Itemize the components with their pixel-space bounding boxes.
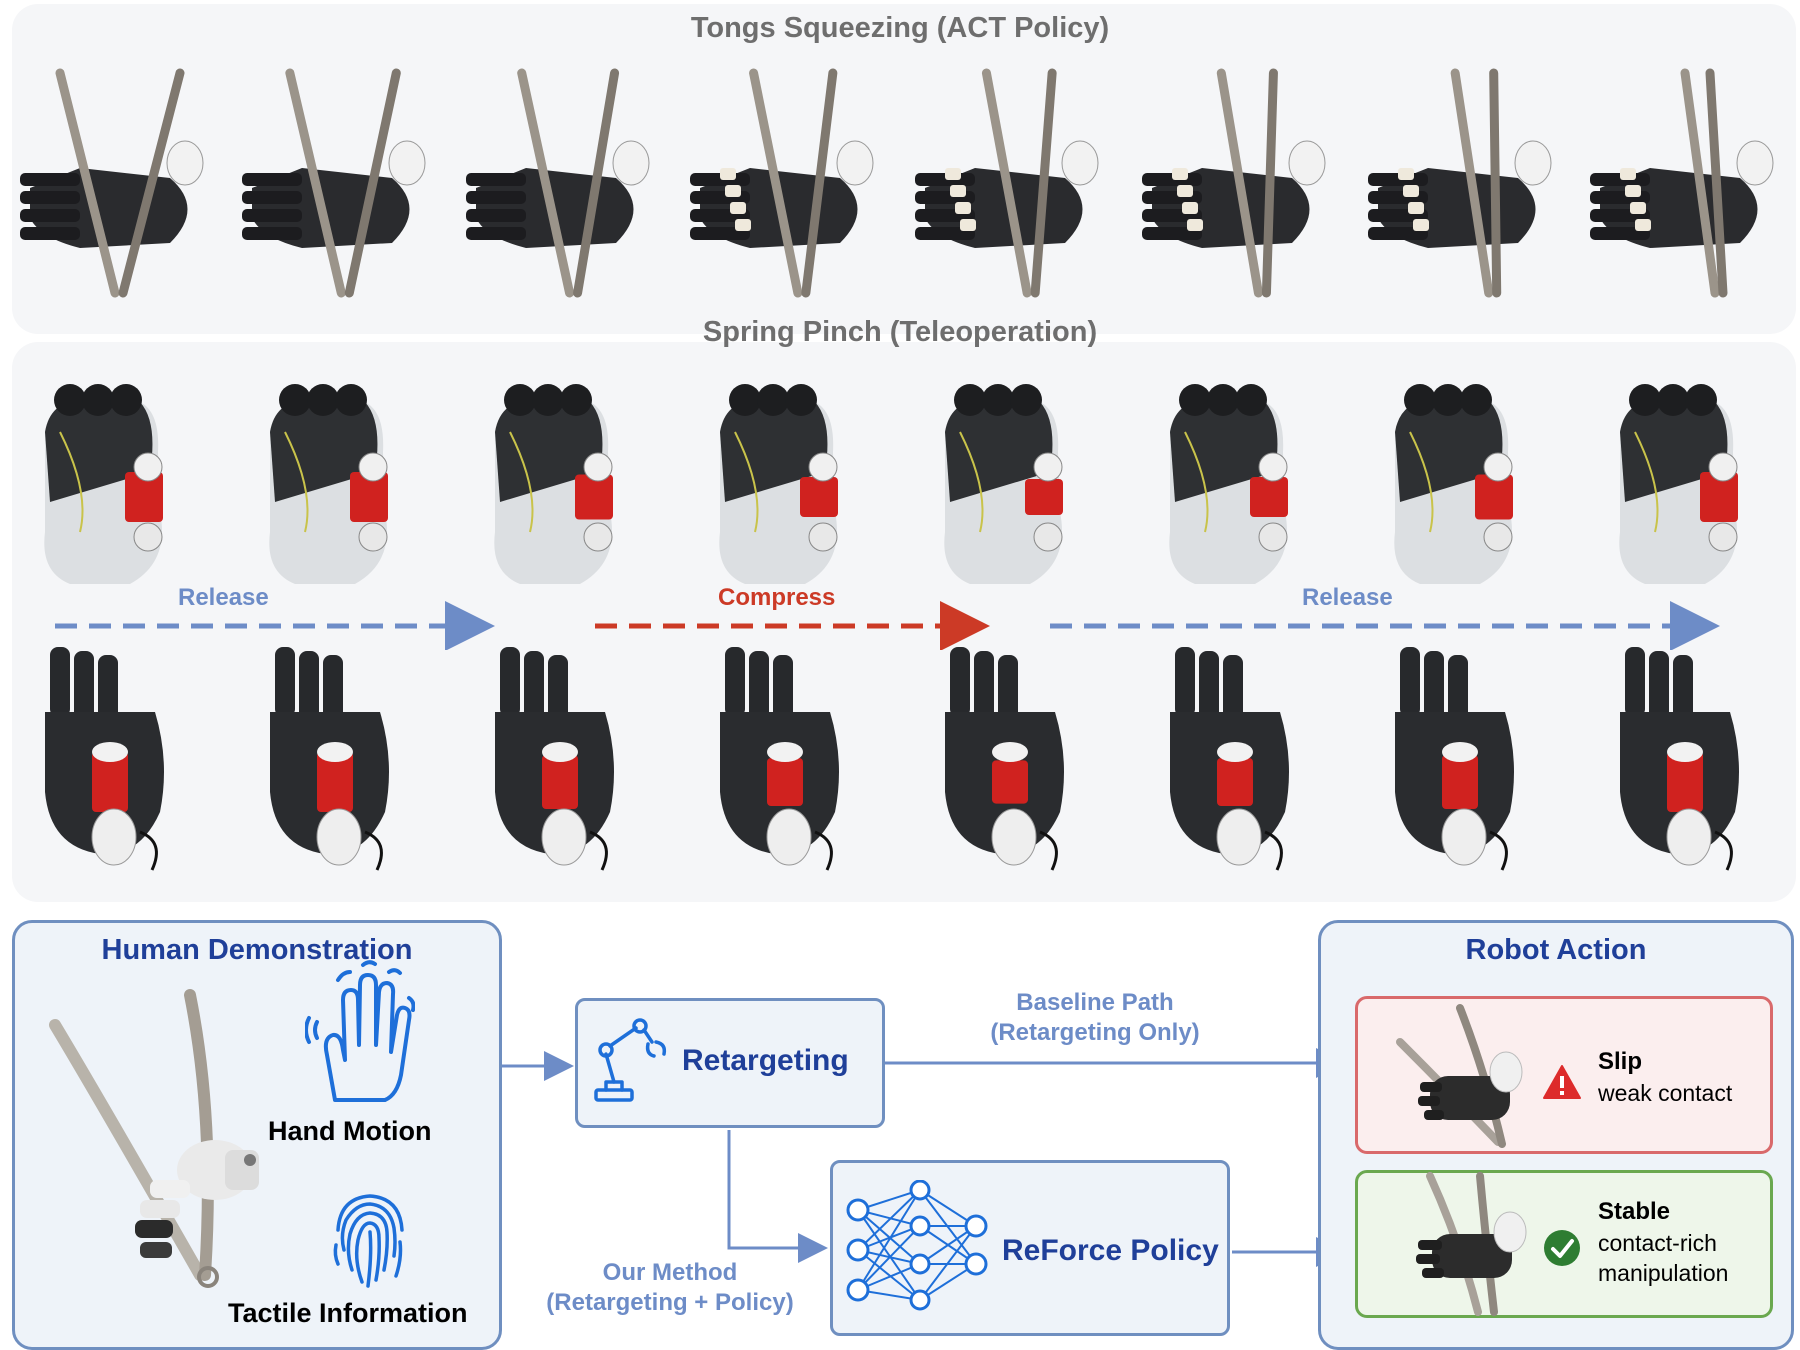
phase-label-release-1: Release (178, 584, 269, 611)
stable-description-line-2: manipulation (1598, 1260, 1729, 1286)
tongs-frame-4 (690, 68, 890, 308)
stable-hand-image (1416, 1172, 1527, 1316)
phase-label-release-2: Release (1302, 584, 1393, 611)
human-demonstration-box (12, 920, 502, 1350)
spring-bottom-frame-8 (1605, 642, 1765, 882)
warning-icon (1543, 1065, 1581, 1099)
spring-bottom-frame-1 (30, 642, 190, 882)
hand-motion-icon (305, 960, 415, 1102)
tongs-frame-2 (242, 68, 442, 308)
baseline-path-line-2: (Retargeting Only) (990, 1019, 1200, 1046)
baseline-path-line-1: Baseline Path (1016, 989, 1174, 1016)
spring-top-frame-4 (705, 372, 865, 592)
spring-bottom-frame-3 (480, 642, 640, 882)
spring-top-frame-3 (480, 372, 640, 592)
spring-bottom-frame-6 (1155, 642, 1315, 882)
human-hand-tongs-image (49, 989, 259, 1288)
spring-top-frame-1 (30, 372, 190, 592)
spring-top-frame-6 (1155, 372, 1315, 592)
check-icon (1544, 1230, 1580, 1266)
tactile-fingerprint-icon (333, 1194, 404, 1288)
tongs-frame-7 (1368, 68, 1568, 308)
tongs-frame-6 (1142, 68, 1342, 308)
spring-top-frame-8 (1605, 372, 1765, 592)
our-method-line-2: (Retargeting + Policy) (546, 1289, 794, 1316)
spring-panel-title: Spring Pinch (Teleoperation) (702, 316, 1098, 348)
retargeting-node (575, 998, 885, 1128)
phase-arrows (55, 601, 1720, 650)
arrow-retargeting-to-policy (727, 1130, 828, 1263)
robot-arm-icon (594, 1018, 667, 1102)
slip-description: weak contact (1598, 1080, 1733, 1106)
human-demonstration-title: Human Demonstration (101, 934, 413, 966)
reforce-policy-node (830, 1160, 1230, 1336)
phase-label-compress: Compress (718, 584, 836, 611)
tongs-panel-title: Tongs Squeezing (ACT Policy) (690, 12, 1110, 44)
tongs-frame-8 (1590, 68, 1790, 308)
stable-title: Stable (1598, 1198, 1671, 1225)
neural-network-icon (846, 1180, 988, 1311)
tactile-information-label: Tactile Information (228, 1298, 468, 1328)
reforce-policy-label: ReForce Policy (1002, 1234, 1219, 1267)
spring-bottom-frame-4 (705, 642, 865, 882)
slip-title: Slip (1598, 1048, 1643, 1075)
tongs-frame-1 (20, 68, 220, 308)
tongs-frame-5 (915, 68, 1115, 308)
spring-top-frame-2 (255, 372, 415, 592)
our-method-line-1: Our Method (602, 1259, 738, 1286)
stable-description: contact-rich manipulation (1598, 1228, 1728, 1288)
stable-description-line-1: contact-rich (1598, 1230, 1717, 1256)
tongs-frame-3 (466, 68, 666, 308)
baseline-path-label: Baseline Path (Retargeting Only) (950, 988, 1240, 1048)
spring-bottom-frame-2 (255, 642, 415, 882)
robot-action-title: Robot Action (1465, 934, 1647, 966)
spring-bottom-frame-7 (1380, 642, 1540, 882)
spring-top-frame-7 (1380, 372, 1540, 592)
slip-hand-image (1396, 1004, 1523, 1148)
our-method-label: Our Method (Retargeting + Policy) (520, 1258, 820, 1318)
retargeting-label: Retargeting (682, 1044, 849, 1077)
hand-motion-label: Hand Motion (268, 1116, 432, 1146)
spring-top-frame-5 (930, 372, 1090, 592)
spring-bottom-frame-5 (930, 642, 1090, 882)
